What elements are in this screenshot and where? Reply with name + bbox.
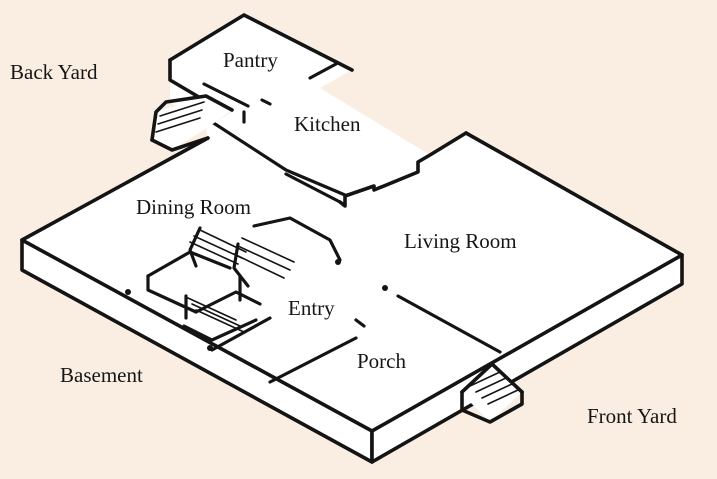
front-yard-label: Front Yard	[587, 404, 677, 428]
stair-tread	[187, 297, 237, 321]
front-step-tread	[475, 377, 507, 393]
wall-end-marker	[125, 289, 131, 295]
stair-tread	[191, 303, 241, 327]
stair-side	[188, 226, 202, 268]
kitchen-label: Kitchen	[294, 112, 361, 136]
stair-side	[232, 242, 250, 288]
pantry-wall-stub	[260, 98, 272, 106]
back-step-outline	[150, 94, 234, 142]
interior-walls	[125, 62, 502, 384]
entry-porch-wall	[268, 336, 358, 384]
kitchen-right-edge	[338, 131, 468, 208]
front-step-top	[460, 362, 524, 394]
main-floor-right-back-edge	[464, 131, 684, 257]
back-step-tread	[159, 101, 205, 117]
back-step-landing	[152, 96, 232, 150]
stair-enclosure-front	[182, 318, 258, 342]
stair-tread	[189, 241, 239, 265]
interior-stairs	[184, 226, 295, 333]
kitchen-door-jamb	[284, 172, 342, 204]
front-step-tread	[469, 371, 501, 387]
back-yard-steps	[155, 101, 205, 133]
front-step-outline	[460, 390, 524, 424]
dining-living-wall	[252, 216, 342, 262]
pantry-right-wall	[308, 62, 338, 80]
entry-label: Entry	[288, 296, 335, 320]
pantry-kitchen-wall	[202, 82, 250, 108]
back-step-tread	[155, 117, 201, 133]
stair-tread	[233, 253, 285, 279]
wall-end-marker	[382, 285, 388, 291]
stair-enclosure-lower	[146, 274, 198, 314]
house-outline	[20, 13, 684, 464]
living-room-label: Living Room	[404, 229, 517, 253]
wall-end-marker	[335, 259, 341, 265]
kitchen-floor-surface	[170, 15, 430, 192]
stair-tread	[237, 245, 291, 271]
room-labels: Pantry Kitchen Dining Room Living Room E…	[10, 48, 677, 428]
main-floor-surface	[22, 133, 682, 431]
stair-tread	[195, 309, 245, 333]
main-floor-back-edge	[20, 136, 210, 242]
kitchen-lower-wall	[210, 120, 347, 197]
back-step-tread	[157, 109, 203, 125]
front-step-tread	[481, 383, 513, 399]
stair-enclosure-mid	[194, 290, 262, 314]
front-step-tread	[487, 389, 519, 405]
entry-door-stub	[354, 318, 366, 328]
wall-end-marker	[207, 345, 213, 351]
pantry-label: Pantry	[223, 48, 278, 72]
porch-label: Porch	[357, 349, 406, 373]
porch-right-wall	[396, 294, 502, 354]
stair-tread	[241, 237, 295, 263]
main-floor-right-edge	[370, 253, 684, 464]
back-yard-label: Back Yard	[10, 60, 98, 84]
entry-left-wall	[210, 316, 272, 352]
kitchen-block-outline	[168, 13, 354, 72]
dining-room-label: Dining Room	[136, 195, 251, 219]
basement-label: Basement	[60, 363, 143, 387]
back-step-front	[150, 136, 210, 152]
front-yard-steps	[460, 362, 524, 424]
